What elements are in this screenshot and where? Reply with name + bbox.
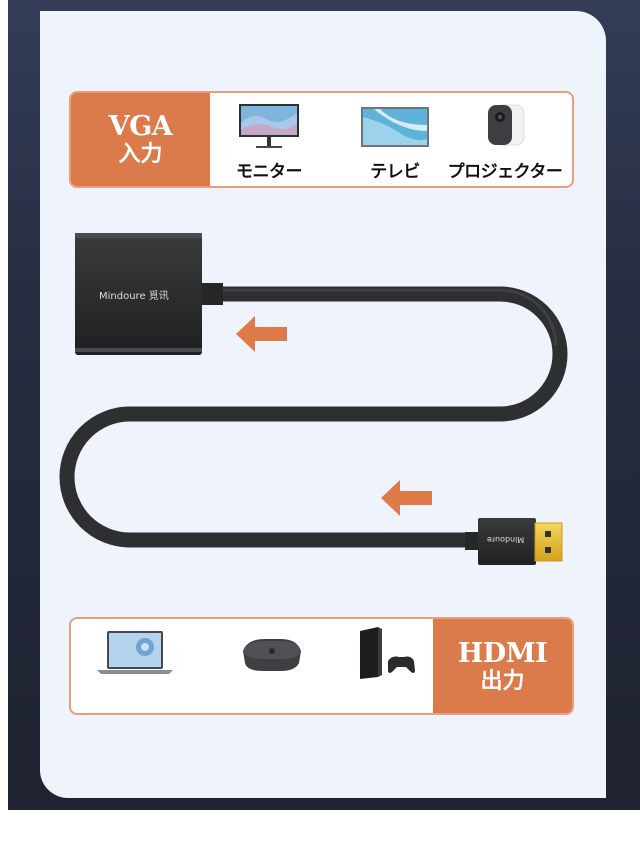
device-caption-projector: プロジェクター [447,162,563,182]
device-projector: プロジェクター [437,101,572,182]
hdmi-plug-connector [534,522,563,562]
vga-input-box: VGA 入力 モニター テレビ プロジェクター [69,91,574,188]
tv-box-icon [243,639,301,671]
vga-label-line2: 入力 [118,141,163,168]
hdmi-label-line2: 出力 [480,667,525,694]
adapter-brand-label: Mindoure 覓讯 [99,291,169,302]
device-tv-box [235,631,309,677]
vga-label-line1: VGA [108,111,173,143]
tv-icon [361,107,429,147]
game-console-icon [360,627,415,679]
device-tv: テレビ [355,103,435,182]
vga-input-label: VGA 入力 [71,93,210,186]
device-caption-tv: テレビ [370,162,420,182]
device-game-console [352,625,418,683]
hdmi-output-label: HDMI 出力 [433,619,572,713]
hdmi-plug-body [478,518,536,565]
laptop-icon [97,631,173,674]
plug-brand-label: Mindoure [487,535,525,544]
monitor-icon [239,104,299,148]
device-caption-monitor: モニター [236,162,303,182]
device-monitor: モニター [231,103,307,182]
hdmi-label-line1: HDMI [457,637,548,669]
hdmi-output-box: HDMI 出力 [69,617,574,715]
vga-adapter-body [75,233,202,355]
projector-icon [488,104,525,146]
arrow-left-icon [381,480,432,516]
arrow-left-icon [236,316,287,352]
device-laptop [95,627,175,679]
